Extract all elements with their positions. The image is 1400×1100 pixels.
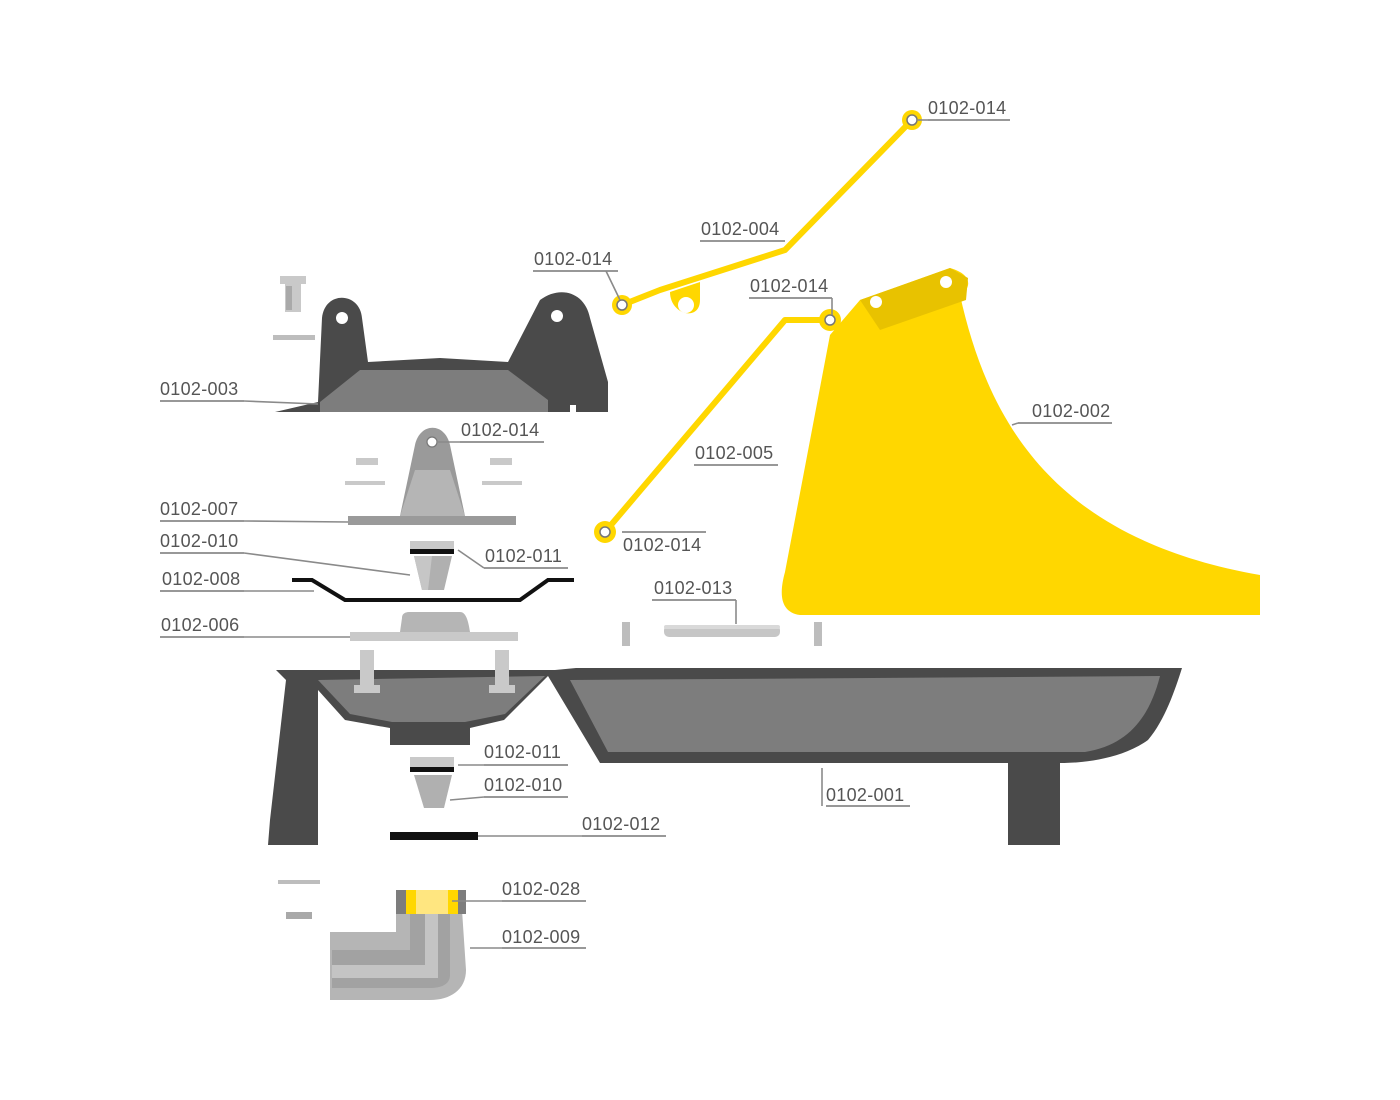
part-labels: 0102-014 0102-004 0102-014 0102-014 0102… (160, 98, 1110, 947)
label-0102-001: 0102-001 (826, 785, 904, 805)
part-0102-010-011-valve-lower (410, 757, 454, 808)
label-0102-009: 0102-009 (502, 927, 580, 947)
label-0102-008: 0102-008 (162, 569, 240, 589)
label-0102-011-top: 0102-011 (485, 546, 562, 566)
label-0102-002: 0102-002 (1032, 401, 1110, 421)
part-0102-028-yellow-ring (396, 890, 466, 914)
part-0102-013-pin (622, 622, 822, 646)
label-0102-005: 0102-005 (695, 443, 773, 463)
label-0102-011-bottom: 0102-011 (484, 742, 561, 762)
part-0102-002-splash-plate (781, 268, 1260, 615)
bolt-upper-left (273, 276, 315, 340)
leader-lines (160, 119, 1112, 949)
label-0102-013: 0102-013 (654, 578, 732, 598)
part-0102-008-gasket (292, 578, 574, 602)
label-0102-007: 0102-007 (160, 499, 238, 519)
label-0102-014-link-left: 0102-014 (534, 249, 612, 269)
part-0102-004-link-rod (612, 110, 922, 315)
label-0102-012: 0102-012 (582, 814, 660, 834)
label-0102-010-top: 0102-010 (160, 531, 238, 551)
part-0102-003-bracket-frame (275, 292, 608, 413)
label-0102-028: 0102-028 (502, 879, 580, 899)
label-0102-004: 0102-004 (701, 219, 779, 239)
part-0102-012-seal (390, 832, 478, 840)
label-0102-010-bottom: 0102-010 (484, 775, 562, 795)
washers-lower-left (278, 880, 320, 919)
label-0102-014-link-low: 0102-014 (623, 535, 701, 555)
part-0102-001-main-body (268, 650, 1182, 845)
label-0102-006: 0102-006 (161, 615, 239, 635)
label-0102-014-top: 0102-014 (928, 98, 1006, 118)
label-0102-014-bracket: 0102-014 (461, 420, 539, 440)
part-0102-007-pivot-bracket (345, 427, 522, 525)
part-0102-005-link-rod (594, 309, 841, 543)
part-0102-009-elbow-pipe (330, 910, 466, 1000)
label-0102-003: 0102-003 (160, 379, 238, 399)
part-0102-010-011-valve-upper (410, 541, 454, 590)
part-0102-006-plate (350, 612, 518, 641)
label-0102-014-link-mid: 0102-014 (750, 276, 828, 296)
